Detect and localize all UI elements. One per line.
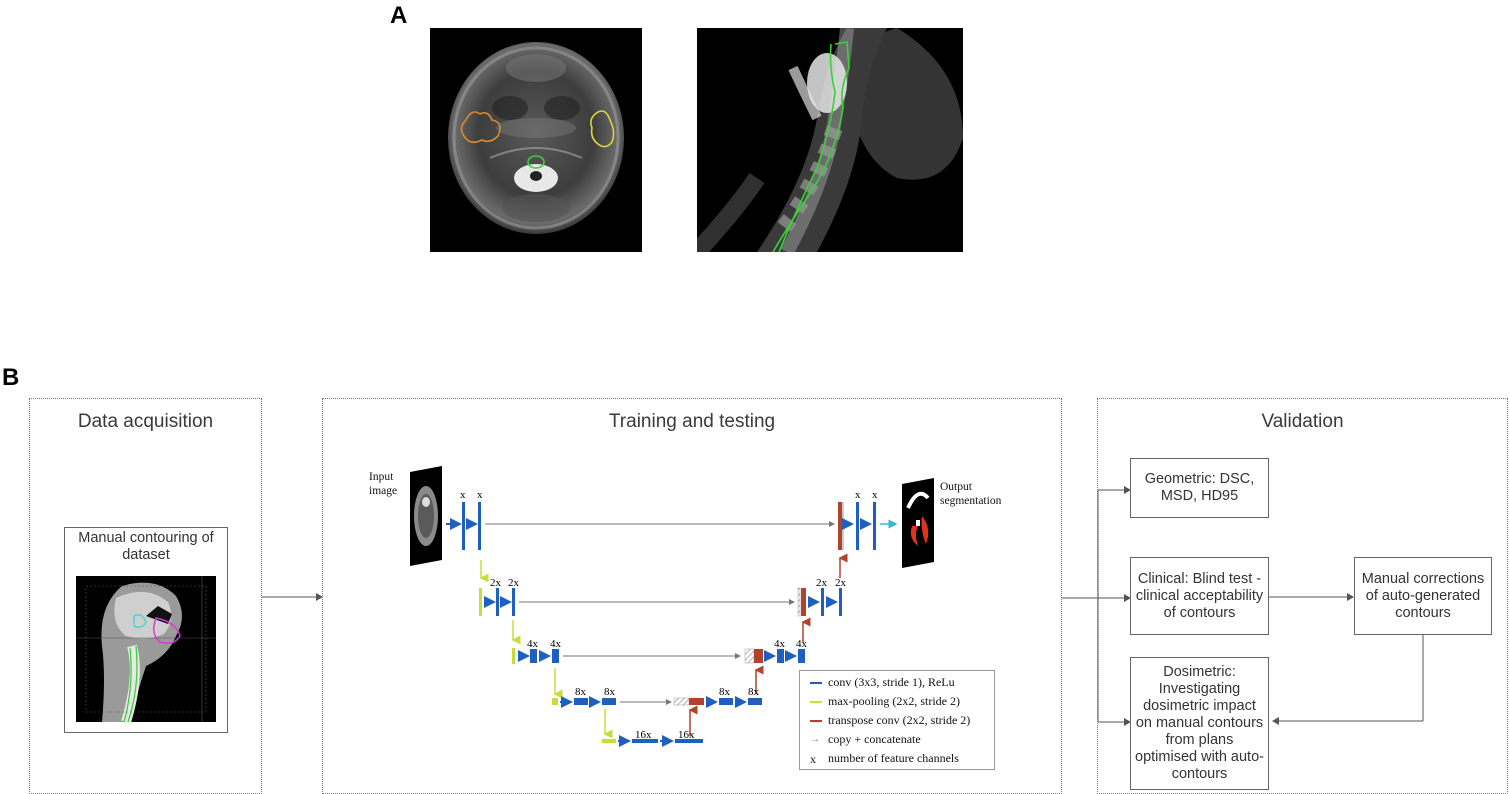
level5-label-b: 16x <box>678 729 695 741</box>
legend-conv: conv (3x3, stride 1), ReLu <box>810 675 955 690</box>
panel-a-label: A <box>390 2 408 29</box>
data-acquisition-title: Data acquisition <box>77 411 214 432</box>
level1-label-d: x <box>872 489 878 501</box>
legend-pool: max-pooling (2x2, stride 2) <box>810 694 960 709</box>
output-segmentation-label: Output segmentation <box>940 481 1002 507</box>
clinical-box: Clinical: Blind test - clinical acceptab… <box>1130 557 1269 635</box>
manual-contouring-label: Manual contouring of dataset <box>78 530 214 563</box>
legend-pool-marker <box>810 701 822 704</box>
dosimetric-box: Dosimetric: Investigating dosimetric imp… <box>1130 657 1269 790</box>
level1-label-b: x <box>477 489 483 501</box>
legend-transpose-marker <box>810 720 822 723</box>
geometric-box: Geometric: DSC, MSD, HD95 <box>1130 458 1269 518</box>
level5-label-a: 16x <box>635 729 652 741</box>
level2-label-b: 2x <box>508 577 520 589</box>
panel-b-label: B <box>2 364 20 391</box>
level4-label-a: 8x <box>575 686 587 698</box>
arrow-manual-to-dosimetric <box>1272 635 1424 725</box>
arrow-clinical-to-manual <box>1269 593 1354 601</box>
level4-label-b: 8x <box>604 686 616 698</box>
legend-x-marker: x <box>810 751 816 766</box>
level1-label-a: x <box>460 489 466 501</box>
level1-label-c: x <box>855 489 861 501</box>
output-segmentation-thumbnail <box>902 478 934 568</box>
unet-legend: conv (3x3, stride 1), ReLu max-pooling (… <box>799 670 995 770</box>
input-image-label: Input image <box>369 471 398 497</box>
level2-label-c: 2x <box>816 577 828 589</box>
level2-label-a: 2x <box>490 577 502 589</box>
legend-copy-marker: → <box>810 734 820 746</box>
level3-label-b: 4x <box>550 638 562 650</box>
validation-title: Validation <box>1261 411 1344 432</box>
level3-label-c: 4x <box>774 638 786 650</box>
arrow-training-to-validation <box>1062 486 1131 726</box>
legend-copy: →copy + concatenate <box>810 732 921 746</box>
manual-corrections-box: Manual corrections of auto-generated con… <box>1354 557 1492 635</box>
axial-mri-image <box>430 28 642 252</box>
level3-label-a: 4x <box>527 638 539 650</box>
unet-diagram: x x x x 2x 2x 2x 2x 4x 4x 4x 4x <box>410 466 934 747</box>
input-image-thumbnail <box>410 466 442 566</box>
sagittal-mri-image <box>690 27 963 259</box>
level3-label-d: 4x <box>796 638 808 650</box>
training-testing-title: Training and testing <box>608 411 776 432</box>
level4-label-c: 8x <box>719 686 731 698</box>
manual-contouring-box: Manual contouring of dataset <box>64 527 228 733</box>
legend-transpose: transpose conv (2x2, stride 2) <box>810 713 970 728</box>
sagittal-ct-image <box>76 576 216 724</box>
level2-label-d: 2x <box>835 577 847 589</box>
level4-label-d: 8x <box>748 686 760 698</box>
legend-conv-marker <box>810 682 822 685</box>
arrow-acquisition-to-training <box>262 593 323 601</box>
